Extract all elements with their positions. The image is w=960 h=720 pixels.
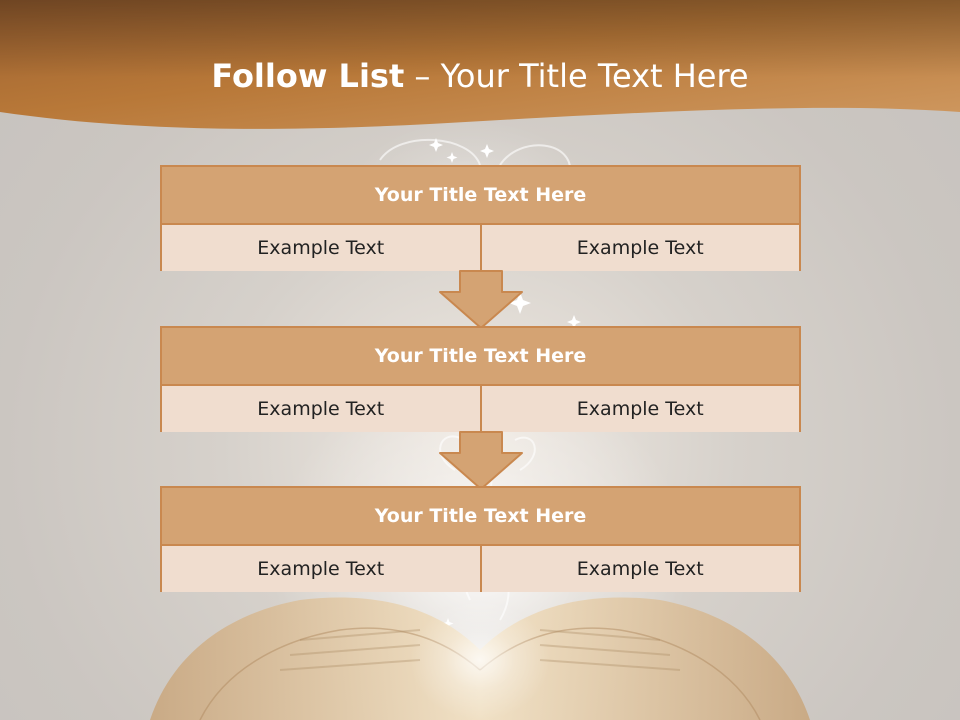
down-arrow-icon: [439, 270, 523, 329]
list-block: Your Title Text Here Example Text Exampl…: [160, 165, 801, 271]
block-cell-left: Example Text: [162, 386, 480, 432]
slide-title: Follow List – Your Title Text Here: [0, 52, 960, 100]
slide-title-rest: – Your Title Text Here: [414, 57, 749, 95]
open-book-illustration: [150, 597, 810, 720]
block-cell-right: Example Text: [479, 225, 799, 271]
block-cells: Example Text Example Text: [162, 225, 799, 271]
block-cells: Example Text Example Text: [162, 386, 799, 432]
list-block: Your Title Text Here Example Text Exampl…: [160, 326, 801, 432]
block-title: Your Title Text Here: [162, 167, 799, 225]
block-cell-left: Example Text: [162, 546, 480, 592]
block-cell-left: Example Text: [162, 225, 480, 271]
block-cells: Example Text Example Text: [162, 546, 799, 592]
block-title: Your Title Text Here: [162, 488, 799, 546]
slide-title-bold: Follow List: [211, 57, 405, 95]
down-arrow-icon: [439, 431, 523, 490]
block-cell-right: Example Text: [479, 546, 799, 592]
block-title: Your Title Text Here: [162, 328, 799, 386]
list-block: Your Title Text Here Example Text Exampl…: [160, 486, 801, 592]
block-cell-right: Example Text: [479, 386, 799, 432]
